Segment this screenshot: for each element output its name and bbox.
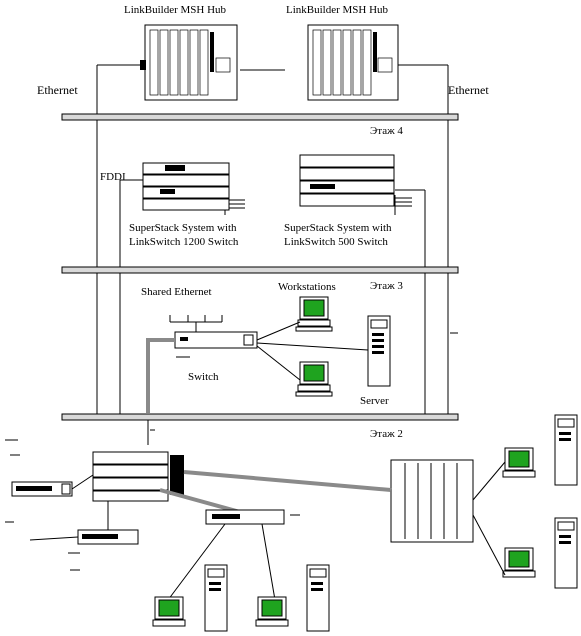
fddi-label: FDDI	[100, 171, 126, 183]
link-switch-left-2-out	[29, 536, 79, 541]
ethernet-right-label: Ethernet	[448, 83, 489, 97]
hub-right-label: LinkBuilder MSH Hub	[286, 4, 389, 16]
workstation-4	[255, 596, 289, 627]
hub-left-label: LinkBuilder MSH Hub	[124, 4, 227, 16]
ethernet-left-label: Ethernet	[37, 83, 78, 97]
server-label: Server	[360, 395, 389, 407]
uplink-pipe	[146, 338, 175, 445]
link-switch-left-1	[71, 474, 94, 490]
workstation-1	[295, 296, 333, 332]
workstation-3	[152, 596, 186, 627]
switch-left-1	[11, 481, 73, 497]
floor-2-label: Этаж 2	[370, 428, 403, 440]
floor-4-label: Этаж 4	[370, 125, 403, 137]
chassis-links-right	[472, 461, 506, 576]
core-switch-stack	[92, 451, 184, 502]
superstack-500-line2: LinkSwitch 500 Switch	[284, 236, 388, 248]
superstack-1200-line2: LinkSwitch 1200 Switch	[129, 236, 239, 248]
hub-right	[307, 24, 399, 101]
server-bottom-2	[306, 564, 330, 632]
workstation-6	[502, 547, 536, 578]
server-bottom-1	[204, 564, 228, 632]
workstation-2	[295, 361, 333, 397]
switch-left-2	[77, 529, 139, 545]
workstations-label: Workstations	[278, 281, 336, 293]
superstack-1200-line1: SuperStack System with	[129, 222, 237, 234]
switch-floor3	[174, 331, 258, 349]
dash-marks	[5, 332, 458, 571]
floor-3-label: Этаж 3	[370, 280, 403, 292]
superstack-1200	[142, 162, 245, 211]
switch-floor2-middle	[205, 509, 285, 525]
floor3-links	[256, 321, 369, 381]
superstack-500-line1: SuperStack System with	[284, 222, 392, 234]
floor2-pipes	[159, 470, 392, 514]
server-floor3	[367, 315, 391, 387]
shared-ethernet-bus	[169, 315, 223, 332]
switch-floor2-middle-links	[167, 523, 276, 601]
hub-left	[140, 24, 238, 101]
workstation-5	[502, 447, 536, 478]
server-right-1	[554, 414, 578, 486]
chassis-hub-floor2	[390, 459, 474, 543]
switch-label: Switch	[188, 371, 219, 383]
floor-bars	[61, 113, 459, 421]
shared-ethernet-label: Shared Ethernet	[141, 286, 212, 298]
server-right-2	[554, 517, 578, 589]
superstack-500	[299, 154, 412, 207]
